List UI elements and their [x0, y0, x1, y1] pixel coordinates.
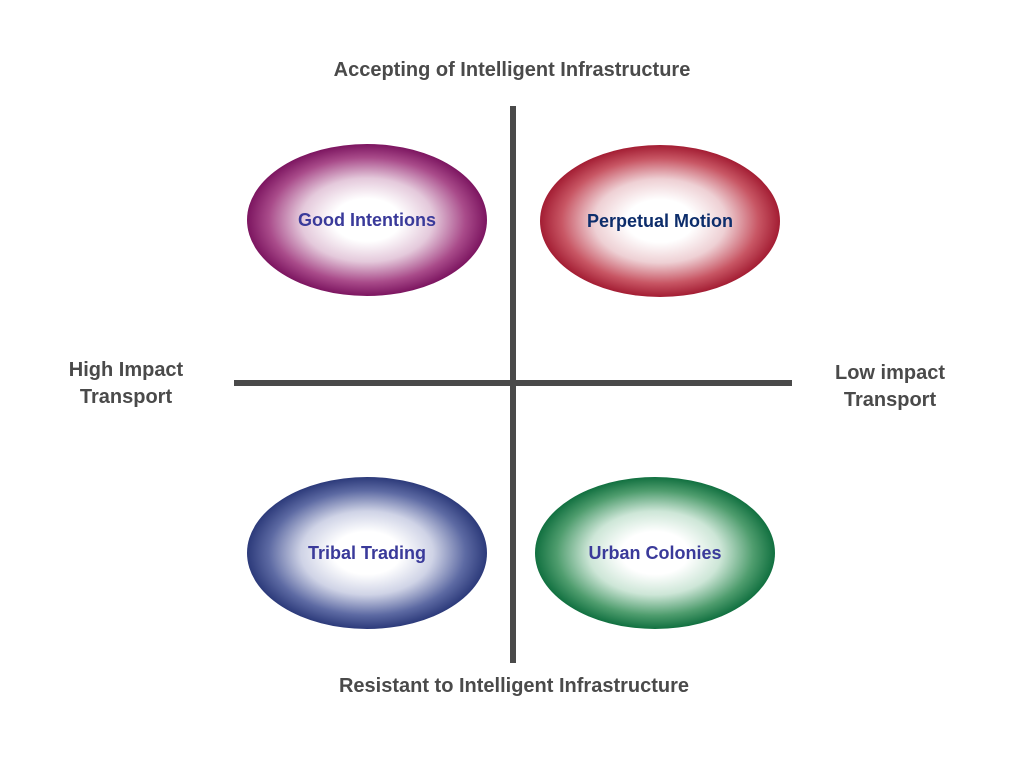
scenario-good-intentions: Good Intentions	[247, 144, 487, 296]
scenario-urban-colonies: Urban Colonies	[535, 477, 775, 629]
axis-label-left: High Impact Transport	[26, 357, 226, 411]
axis-label-right: Low impact Transport	[790, 360, 990, 414]
scenario-label: Perpetual Motion	[586, 210, 733, 231]
horizontal-axis-line	[234, 380, 792, 386]
axis-label-left-line-1: High Impact	[68, 359, 184, 381]
scenario-label: Good Intentions	[298, 209, 436, 230]
scenario-perpetual-motion: Perpetual Motion	[540, 145, 780, 297]
axis-label-left-line-2: Transport	[79, 386, 173, 408]
scenario-label: Tribal Trading	[307, 542, 427, 563]
axis-label-right-line-1: Low impact	[834, 362, 945, 384]
axis-label-top: Accepting of Intelligent Infrastructure	[333, 59, 691, 81]
axis-label-bottom: Resistant to Intelligent Infrastructure	[338, 675, 690, 697]
axis-label-right-line-2: Transport	[843, 389, 937, 411]
scenario-label: Urban Colonies	[588, 542, 722, 563]
scenario-tribal-trading: Tribal Trading	[247, 477, 487, 629]
